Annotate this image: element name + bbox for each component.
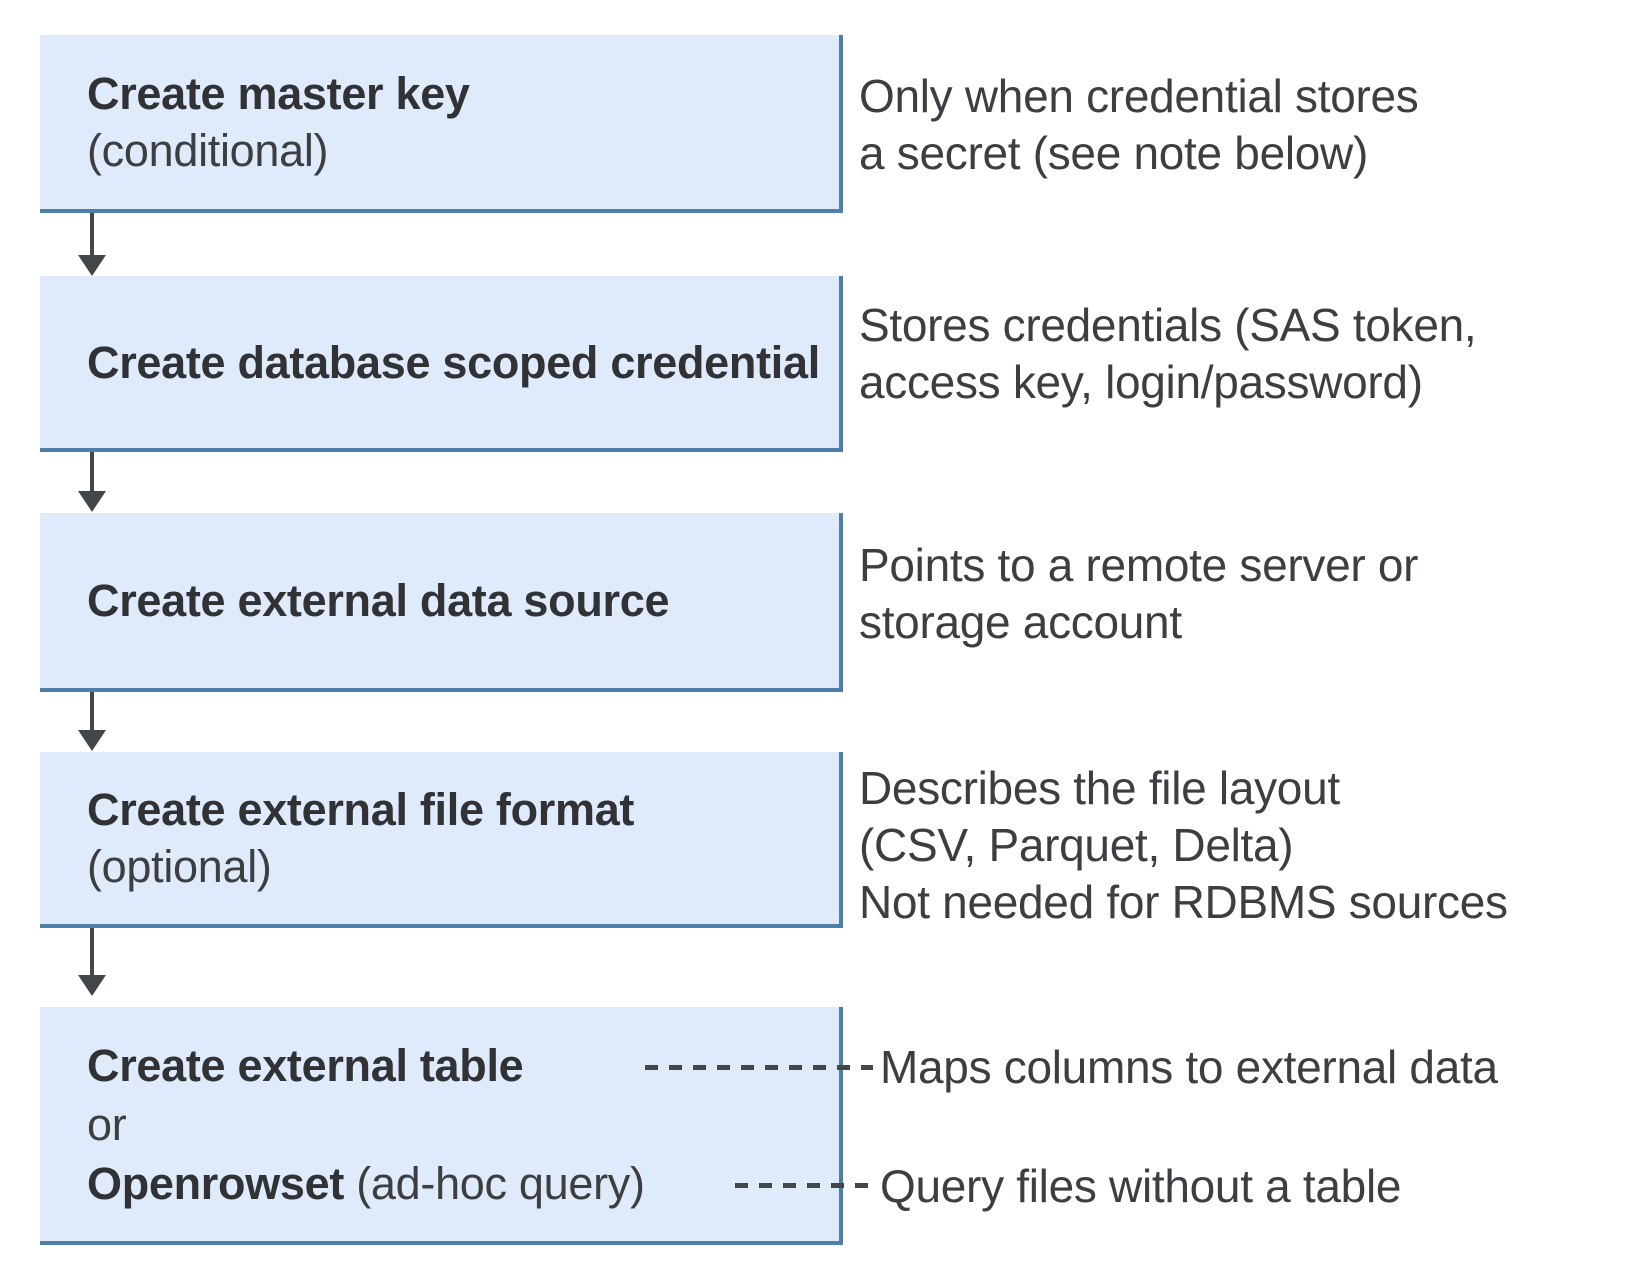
flow-box-create-external-file-format: Create external file format (optional) [40, 752, 843, 928]
flow-box-create-external-data-source: Create external data source [40, 513, 843, 692]
arrow-shaft [90, 452, 94, 493]
box-subtitle: (ad-hoc query) [344, 1157, 645, 1209]
annotation-external-data-source: Points to a remote server or storage acc… [859, 539, 1419, 648]
box-subtitle: (conditional) [87, 125, 329, 176]
arrow-head-icon [78, 491, 106, 512]
flow-box-create-database-scoped-credential: Create database scoped credential [40, 276, 843, 452]
arrow-shaft [90, 692, 94, 732]
arrow-head-icon [78, 975, 106, 996]
annotation-external-file-format: Describes the file layout (CSV, Parquet,… [859, 762, 1508, 928]
box-line-create-external-table: Create external table [87, 1036, 829, 1095]
annotation-external-table: Maps columns to external data [880, 1041, 1498, 1093]
arrow-shaft [90, 928, 94, 977]
annotation-openrowset: Query files without a table [880, 1160, 1402, 1212]
box-title: Openrowset [87, 1157, 345, 1209]
box-line-openrowset: Openrowset (ad-hoc query) [87, 1154, 829, 1213]
arrow-head-icon [78, 730, 106, 751]
annotation-scoped-credential: Stores credentials (SAS token, access ke… [859, 299, 1477, 408]
dashed-connector [645, 1065, 873, 1070]
annotation-master-key: Only when credential stores a secret (se… [859, 70, 1419, 179]
box-title: Create external table [87, 1039, 524, 1091]
box-title: Create external data source [87, 575, 670, 626]
box-title: Create master key [87, 68, 470, 119]
arrow-shaft [90, 213, 94, 257]
box-subtitle: (optional) [87, 841, 272, 892]
dashed-connector [735, 1183, 873, 1188]
box-title: Create external file format [87, 784, 635, 835]
arrow-head-icon [78, 255, 106, 276]
flow-box-create-master-key: Create master key (conditional) [40, 35, 843, 213]
box-title: Create database scoped credential [87, 336, 820, 388]
flow-box-create-external-table-or-openrowset: Create external table or Openrowset (ad-… [40, 1007, 843, 1245]
box-line-or: or [87, 1098, 127, 1150]
